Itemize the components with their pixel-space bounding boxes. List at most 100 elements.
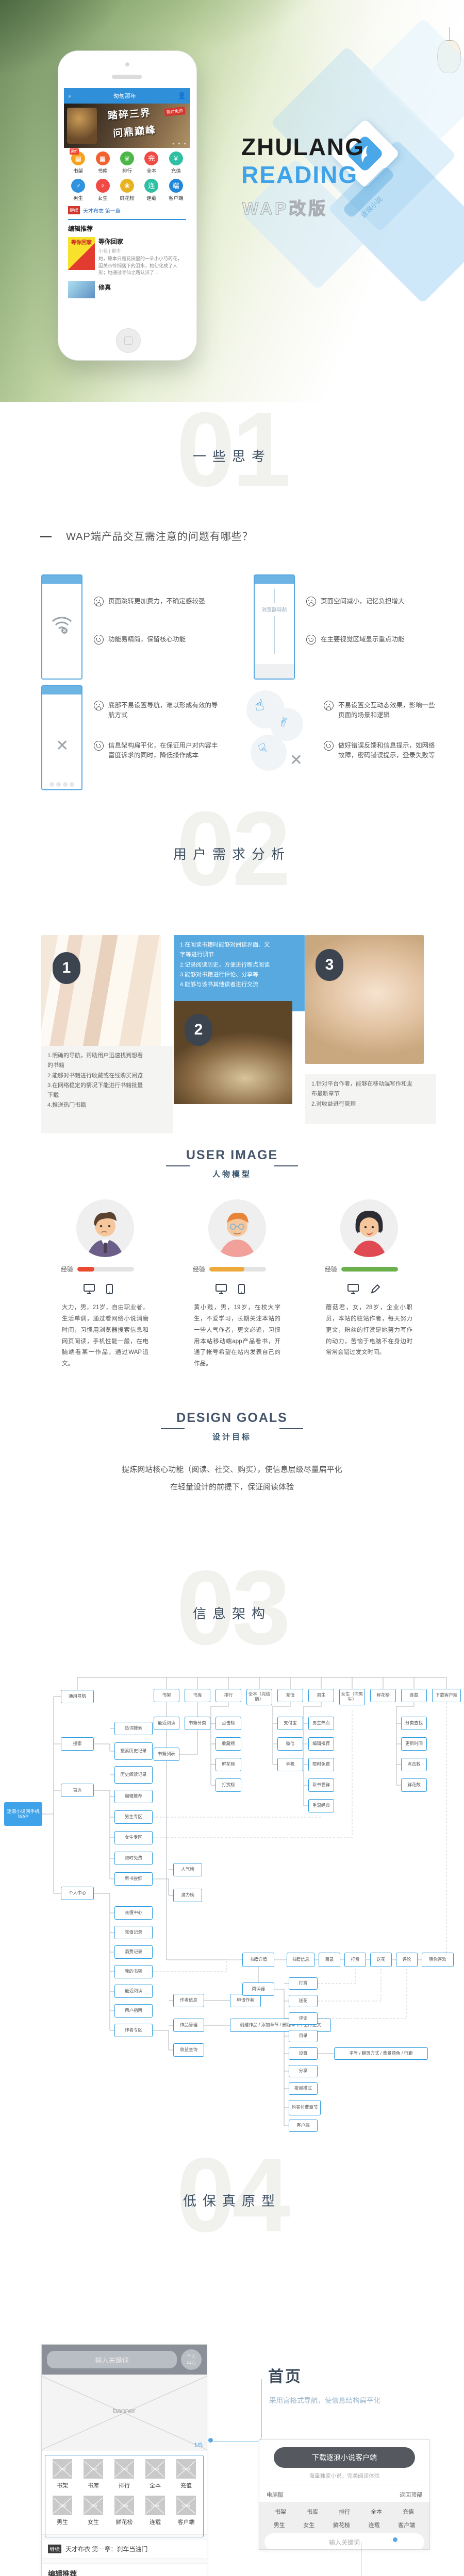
wireframe-header xyxy=(42,575,81,584)
nav-item-kehuduan[interactable]: 端客户端 xyxy=(166,179,186,201)
happy-face-icon xyxy=(324,741,334,751)
wire-nav-label: 书库 xyxy=(88,2483,99,2489)
nav-label: 排行 xyxy=(122,168,132,174)
book-row[interactable]: 等你回家 等你回家 小花 | 都市 她，原本只是花田里的一朵小小芍药花，因关帝怜… xyxy=(64,235,190,279)
ia-node-bedit: 编辑推荐 xyxy=(308,1737,334,1751)
footer-nav-row1: 书架 书库 排行 全本 充值 xyxy=(264,2505,424,2518)
hero-title-reading: READING xyxy=(241,161,358,188)
ia-node-mrec: 充值记录 xyxy=(114,1926,153,1939)
wire-nav-label: 客户端 xyxy=(177,2519,195,2526)
user-icon[interactable]: 👤 xyxy=(177,92,186,99)
wireframe-phone-browser: 浏览器导航 xyxy=(254,574,295,680)
back-top-link[interactable]: 返回顶部 xyxy=(400,2492,422,2498)
nav-item-shuku[interactable]: ▦书库 xyxy=(93,151,112,174)
ia-node-root: 逐浪小说网手机WAP xyxy=(4,1802,42,1826)
ia-node-hot: 热词搜索 xyxy=(114,1722,153,1735)
desktop-icon xyxy=(347,1284,359,1294)
app-header: ⌕ 匆匆那年 👤 xyxy=(64,88,190,104)
nav-item-lianzai[interactable]: 连连载 xyxy=(142,179,161,201)
section-03-number: 03 xyxy=(176,1549,291,1667)
footer-link[interactable]: 充值 xyxy=(403,2509,414,2515)
wireframe-phone-wifi xyxy=(41,574,82,680)
exp-label: 经验 xyxy=(325,1266,338,1273)
continue-text[interactable]: 天才布衣 第一章：刹车当油门 xyxy=(65,2546,148,2553)
book-title[interactable]: 等你回家 xyxy=(98,238,124,245)
footer-link[interactable]: 全本 xyxy=(371,2509,382,2515)
x-mark: ✕ xyxy=(290,752,303,769)
footer-link[interactable]: 女生 xyxy=(303,2522,315,2529)
continue-reading-strip[interactable]: 继续 天才布衣 第一章 xyxy=(64,202,190,218)
search-input[interactable]: 匆匆那年 xyxy=(113,93,137,99)
think-negative: 页面空间减小，记忆负担增大 xyxy=(306,597,435,606)
search-icon[interactable]: ⌕ xyxy=(68,92,72,99)
ia-node-xset: 设置 xyxy=(289,2047,318,2060)
think-text: 信息架构扁平化，在保证用户对内容丰富度诉求的同时，降低操作成本 xyxy=(108,742,218,759)
nav-item-nansheng[interactable]: ♂男生 xyxy=(69,179,88,201)
divider xyxy=(42,2558,207,2564)
footer-link[interactable]: 连载 xyxy=(368,2522,380,2529)
icon-placeholder: icon xyxy=(53,2459,72,2479)
nav-item-nvsheng[interactable]: ♀女生 xyxy=(93,179,112,201)
book-title[interactable]: 修真 xyxy=(98,283,111,291)
nav-item-xianhuabang[interactable]: ❀鲜花榜 xyxy=(117,179,137,201)
search-input[interactable]: 输入关键词 xyxy=(47,2351,177,2368)
phone-home-button[interactable] xyxy=(116,328,141,353)
wire-nav-label: 排行 xyxy=(119,2483,130,2489)
ia-node-hboy: 男生专区 xyxy=(114,1810,153,1824)
ia-node-nav: 通用导航 xyxy=(61,1690,94,1703)
banner-artwork xyxy=(67,108,97,144)
nav-label: 充值 xyxy=(171,168,181,174)
gesture-circle xyxy=(270,708,303,741)
footer-link[interactable]: 书架 xyxy=(275,2509,286,2515)
persona-devices-3 xyxy=(347,1284,380,1294)
book-row[interactable]: 修真 xyxy=(64,279,190,300)
promo-banner[interactable]: 踏碎三界 问鼎巅峰 限时免费 ● ● ● xyxy=(64,104,190,148)
ia-node-home: 首页 xyxy=(61,1784,94,1797)
nav-item-chongzhi[interactable]: ¥充值 xyxy=(166,151,186,174)
think-text: 底部不易设置导航，难以形成有效的导航方式 xyxy=(108,702,218,719)
footer-link[interactable]: 书库 xyxy=(307,2509,318,2515)
exp-bar xyxy=(341,1267,399,1272)
footer-link[interactable]: 排行 xyxy=(339,2509,350,2515)
nav-grid-highlight xyxy=(45,2455,204,2537)
pc-version-link[interactable]: 电脑版 xyxy=(267,2492,284,2498)
persona-desc-1: 大力，男，21岁，自由职业者，生活单调，通过看网络小说消磨时间，习惯用浏览器搜索… xyxy=(62,1304,148,1367)
profile-button[interactable]: 个人 中心 xyxy=(181,2349,202,2370)
ia-node-scat: 分类查找 xyxy=(401,1717,427,1730)
ia-node-mcons: 消费记录 xyxy=(114,1945,153,1959)
footer-search-input[interactable]: 输入关键词 xyxy=(264,2533,424,2549)
nav-item-quanben[interactable]: 完全本 xyxy=(142,151,161,174)
ia-node-trank: 排行 xyxy=(216,1689,241,1702)
nav-item-paihang[interactable]: ♛排行 xyxy=(117,151,137,174)
wire-continue-strip[interactable]: 继续 天才布衣 第一章：刹车当油门 xyxy=(42,2539,207,2558)
wire-nav-label: 连载 xyxy=(150,2519,161,2526)
exp-label: 经验 xyxy=(193,1266,206,1273)
ia-node-mguide: 用户指南 xyxy=(114,2004,153,2018)
nav-item-shujia[interactable]: 更新▤书架 xyxy=(69,148,88,174)
need-badge-1: 1 xyxy=(53,952,80,984)
ia-node-pot: 潜力榜 xyxy=(173,1889,202,1902)
ia-node-hedit: 编辑推荐 xyxy=(114,1790,153,1803)
footer-link[interactable]: 客户端 xyxy=(398,2522,416,2529)
think-text: 在主要视觉区域显示重点功能 xyxy=(321,636,405,643)
ia-node-mshelf: 我的书架 xyxy=(114,1965,153,1978)
persona-exp-2: 经验 xyxy=(193,1265,267,1274)
footer-link[interactable]: 男生 xyxy=(273,2522,285,2529)
continue-link[interactable]: 天才布衣 第一章 xyxy=(83,208,121,214)
footer-link[interactable]: 鲜花榜 xyxy=(333,2522,350,2529)
ia-node-me: 个人中心 xyxy=(61,1887,94,1900)
download-app-button[interactable]: 下载逐浪小说客户端 xyxy=(274,2447,415,2468)
ia-node-stime: 更新时间 xyxy=(401,1737,427,1751)
think-negative: 不易设置交互动态效果，影响一些页面的场景和逻辑 xyxy=(324,701,440,720)
banner-label: banner xyxy=(113,2406,136,2415)
